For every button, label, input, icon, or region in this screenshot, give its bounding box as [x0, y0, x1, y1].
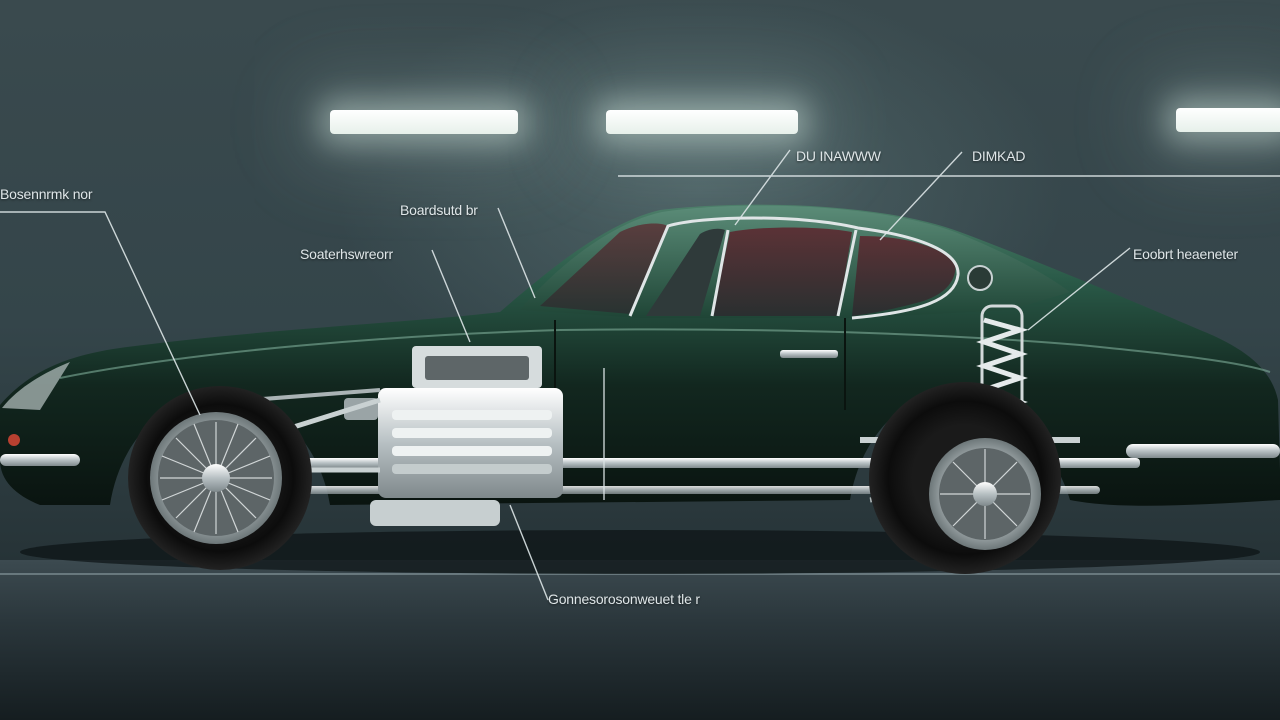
- ceiling-light-right: [1176, 108, 1280, 132]
- engine: [344, 346, 563, 526]
- annotation-left-edge: Bosennrmk nor: [0, 186, 93, 202]
- annotation-top-right: DIMKAD: [972, 148, 1026, 164]
- ceiling-light-left: [330, 110, 518, 134]
- annotation-hood-upper: Boardsutd br: [400, 202, 478, 218]
- ceiling-light-center: [606, 110, 798, 134]
- annotation-top-center: DU INAWWW: [796, 148, 881, 164]
- annotation-hood-lower: Soaterhswreorr: [300, 246, 393, 262]
- floor: [0, 560, 1280, 720]
- annotation-right-side: Eoobrt heaeneter: [1133, 246, 1238, 262]
- annotation-bottom: Gonnesorosonweuet tle r: [548, 591, 700, 607]
